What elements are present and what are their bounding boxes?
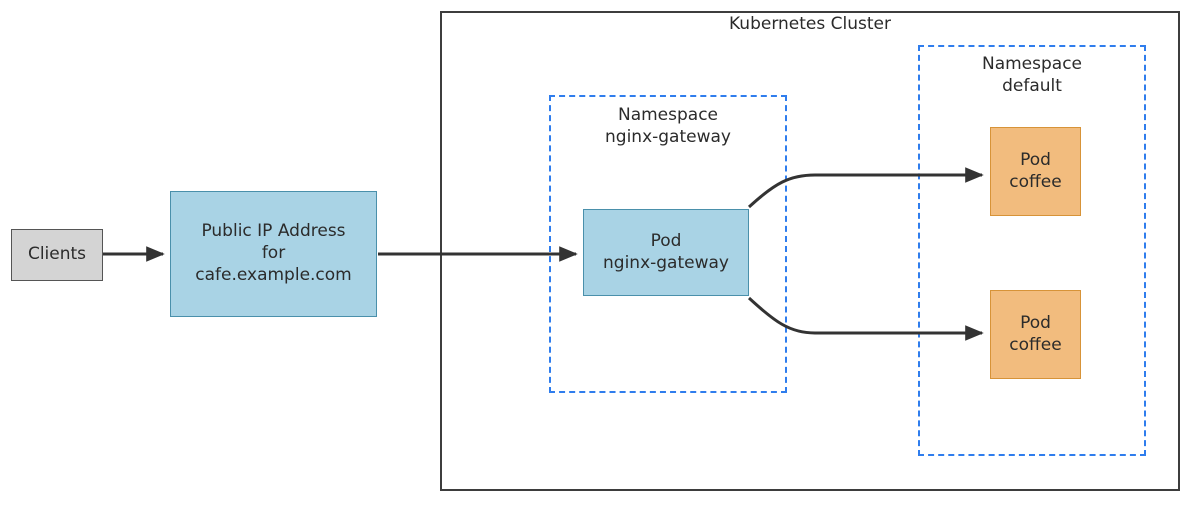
namespace-nginx-gateway-boundary	[549, 95, 787, 393]
kubernetes-cluster-boundary	[440, 11, 1180, 491]
pod-coffee-top-box: Pod coffee	[990, 127, 1081, 216]
pod-nginx-gateway-box: Pod nginx-gateway	[583, 209, 749, 296]
clients-box: Clients	[11, 229, 103, 281]
pod-coffee-bottom-box: Pod coffee	[990, 290, 1081, 379]
namespace-default-boundary	[918, 45, 1146, 456]
namespace-default-label: Namespace default	[981, 54, 1083, 97]
namespace-nginx-gateway-label: Namespace nginx-gateway	[605, 105, 731, 148]
public-ip-address-box: Public IP Address for cafe.example.com	[170, 191, 377, 317]
kubernetes-cluster-title: Kubernetes Cluster	[729, 14, 891, 34]
